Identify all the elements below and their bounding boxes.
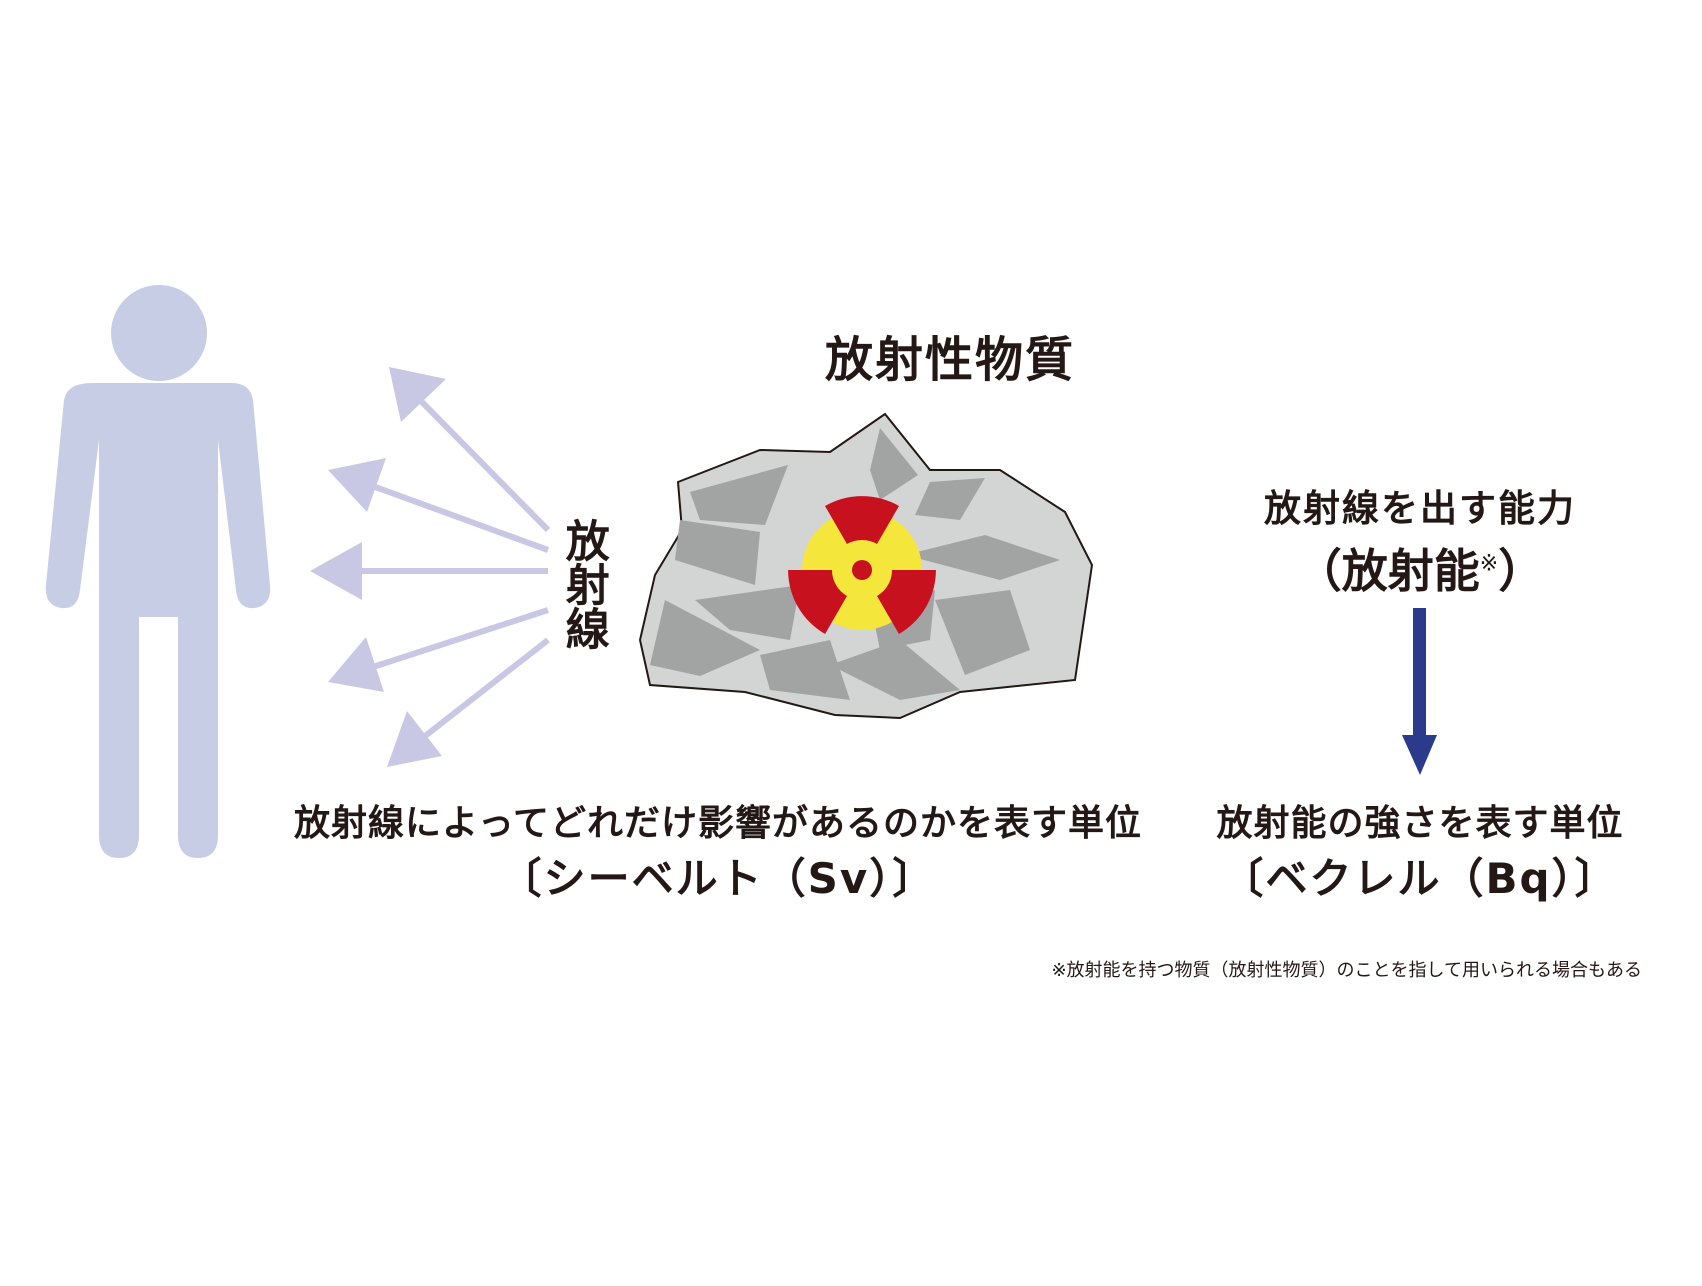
- ray-arrow: [368, 482, 550, 553]
- material-title: 放射性物質: [824, 332, 1076, 388]
- activity-title: 放射線を出す能力: [1264, 487, 1576, 530]
- ray-arrow-head: [310, 542, 362, 600]
- ray-arrow: [369, 607, 549, 671]
- sievert-unit: 〔シーベルト（Sv）〕: [499, 854, 937, 903]
- down-arrow-icon: [1402, 608, 1437, 775]
- ray-arrow: [417, 397, 551, 533]
- ray-arrow-head: [387, 711, 442, 767]
- radioactive-rock-icon: [638, 412, 1094, 720]
- radiation-rays: [310, 367, 551, 767]
- becquerel-description: 放射能の強さを表す単位: [1216, 803, 1624, 844]
- activity-name: （放射能※）: [1296, 548, 1544, 594]
- radiation-trefoil-icon: [788, 496, 936, 635]
- activity-paren-open: （: [1295, 544, 1342, 598]
- footnote: ※放射能を持つ物質（放射性物質）のことを指して用いられる場合もある: [1051, 960, 1642, 981]
- ray-arrow: [418, 637, 550, 743]
- footnote-mark: ※: [1479, 551, 1499, 577]
- ray-arrow-head: [328, 458, 386, 512]
- rays-label: 放射線: [557, 518, 609, 650]
- activity-paren-close: ）: [1498, 544, 1545, 598]
- person-silhouette-icon: [45, 285, 271, 858]
- activity-name-text: 放射能: [1341, 544, 1480, 598]
- sievert-description: 放射線によってどれだけ影響があるのかを表す単位: [293, 803, 1143, 844]
- ray-arrow-head: [389, 367, 446, 422]
- becquerel-unit: 〔ベクレル（Bq）〕: [1221, 854, 1619, 903]
- ray-arrow-head: [328, 637, 384, 692]
